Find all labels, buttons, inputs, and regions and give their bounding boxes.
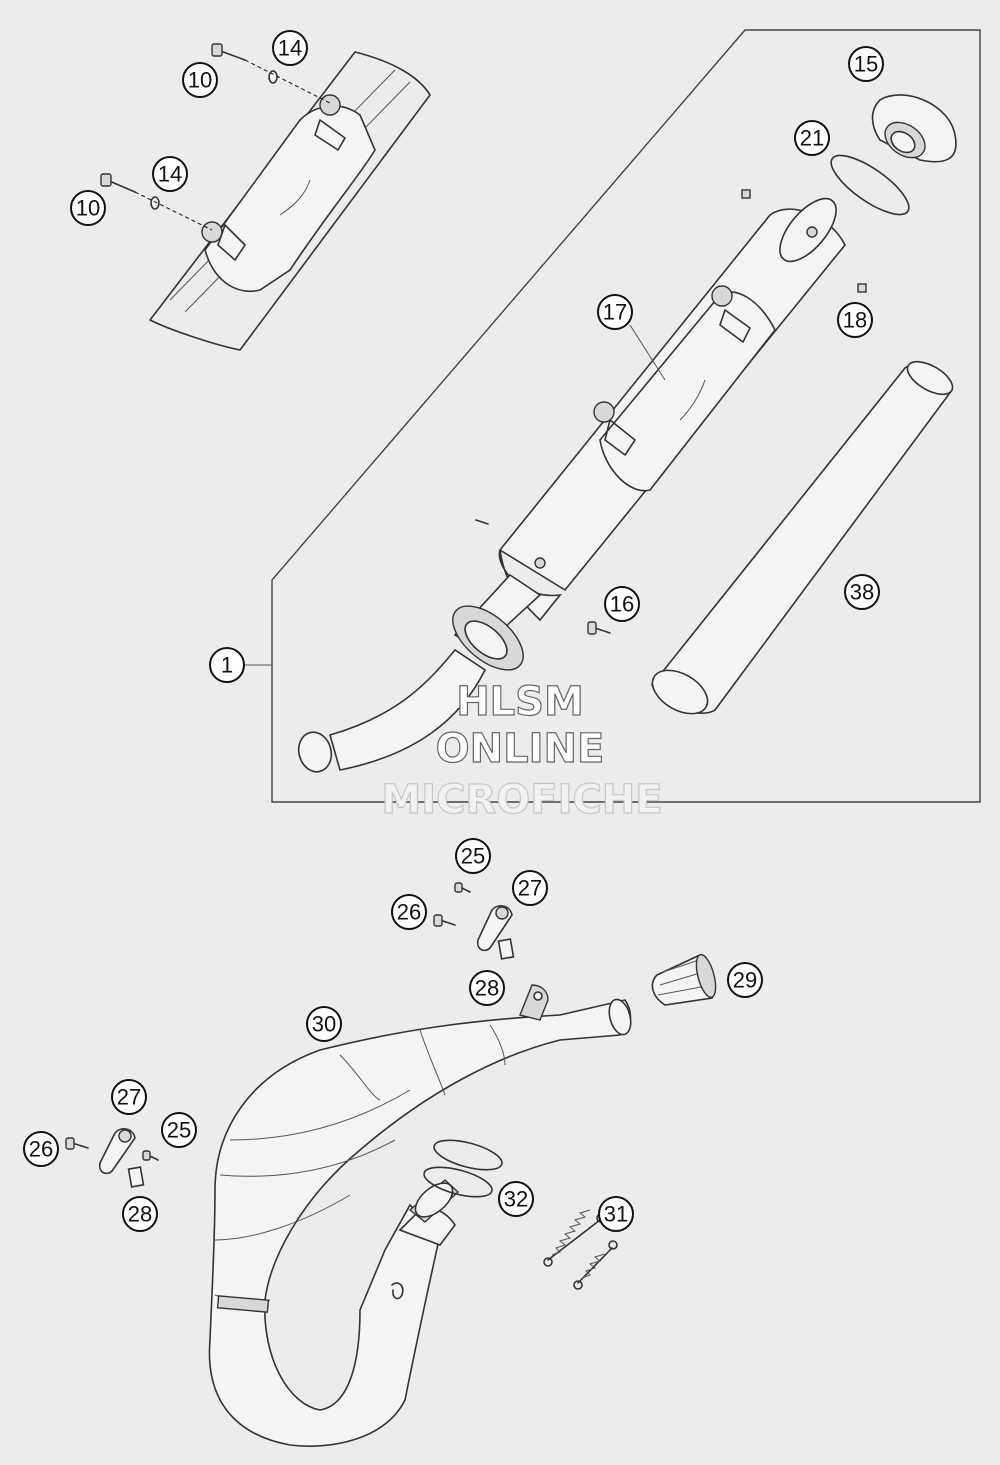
bracket-27-left [98, 1128, 136, 1175]
silencer-inlet-pipe [297, 573, 542, 773]
callout-10-top: 10 [182, 62, 218, 98]
screw-18-left [475, 519, 489, 525]
watermark-line-1: HLSM [456, 679, 584, 725]
callout-28-left: 28 [122, 1196, 158, 1232]
screw-26-left [65, 1137, 89, 1150]
bolt-10-lower [100, 173, 136, 193]
silencer-packing-38 [651, 360, 954, 715]
washer-14-lower [150, 196, 160, 210]
callout-16: 16 [604, 586, 640, 622]
o-ring-32-upper [433, 1139, 503, 1171]
callout-28-top: 28 [469, 970, 505, 1006]
callout-18: 18 [837, 302, 873, 338]
svg-text:27: 27 [117, 1085, 141, 1110]
o-ring-32-lower [423, 1166, 493, 1198]
o-ring-21 [830, 154, 910, 216]
callout-25-left: 25 [161, 1112, 197, 1148]
silencer-17 [498, 197, 846, 622]
svg-text:28: 28 [128, 1202, 152, 1227]
svg-text:14: 14 [278, 36, 302, 61]
assembly-frame [271, 29, 981, 803]
watermark-line-2: ONLINE [436, 726, 605, 772]
callout-1: 1 [209, 647, 245, 683]
screw-26-top [433, 914, 456, 927]
callout-21: 21 [794, 120, 830, 156]
silencer-bracket-inset [149, 51, 431, 351]
bolt-10-upper [211, 43, 246, 61]
nut-18-right [857, 283, 867, 293]
spring-31-right [573, 1240, 618, 1290]
callout-15: 15 [848, 46, 884, 82]
svg-text:26: 26 [29, 1137, 53, 1162]
watermark-line-3: MICROFICHE [381, 777, 662, 823]
svg-text:30: 30 [312, 1012, 336, 1037]
svg-text:21: 21 [800, 126, 824, 151]
leader-17 [629, 324, 666, 381]
svg-text:10: 10 [76, 196, 100, 221]
screw-16 [587, 621, 611, 635]
exhaust-pipe-30 [208, 984, 632, 1447]
callout-27-left: 27 [111, 1079, 147, 1115]
svg-text:32: 32 [504, 1187, 528, 1212]
bracket-27-top [476, 905, 513, 952]
callout-26-left: 26 [23, 1131, 59, 1167]
svg-text:17: 17 [603, 300, 627, 325]
rubber-sleeve-29 [651, 953, 717, 1006]
callout-31: 31 [598, 1196, 634, 1232]
callout-25-top: 25 [455, 838, 491, 874]
svg-text:29: 29 [733, 968, 757, 993]
callout-32: 32 [498, 1181, 534, 1217]
washer-14-upper [268, 70, 278, 84]
svg-text:27: 27 [518, 876, 542, 901]
svg-text:18: 18 [843, 308, 867, 333]
clip-28-left [127, 1166, 145, 1188]
svg-text:10: 10 [188, 68, 212, 93]
callout-14-lower: 14 [152, 156, 188, 192]
svg-text:15: 15 [854, 52, 878, 77]
callout-10-lower: 10 [70, 190, 106, 226]
screw-25-top [454, 882, 471, 893]
svg-text:38: 38 [850, 580, 874, 605]
callout-38: 38 [844, 574, 880, 610]
screw-25-left [142, 1150, 159, 1161]
clip-28-top [497, 938, 515, 960]
callout-27-top: 27 [512, 870, 548, 906]
svg-text:25: 25 [167, 1118, 191, 1143]
svg-text:26: 26 [397, 900, 421, 925]
callout-14-top: 14 [272, 30, 308, 66]
nut-18-top [741, 189, 751, 199]
svg-text:14: 14 [158, 162, 182, 187]
callout-29: 29 [727, 962, 763, 998]
callout-30: 30 [306, 1006, 342, 1042]
callout-26-top: 26 [391, 894, 427, 930]
end-cap-15 [871, 94, 957, 163]
callout-17: 17 [597, 294, 633, 330]
svg-text:1: 1 [221, 653, 233, 678]
svg-text:25: 25 [461, 844, 485, 869]
svg-text:28: 28 [475, 976, 499, 1001]
svg-text:31: 31 [604, 1202, 628, 1227]
svg-text:16: 16 [610, 592, 634, 617]
